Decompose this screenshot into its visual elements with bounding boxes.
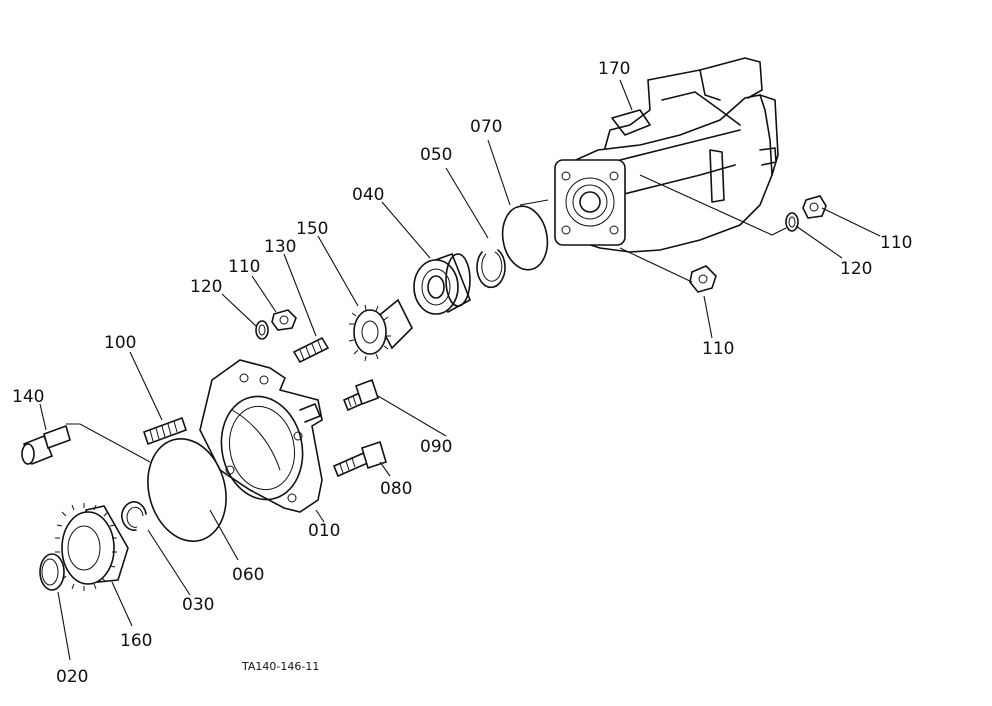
bolt-080	[332, 440, 387, 478]
callout-labels: 170 070 050 040 150 130 110 120 100 140 …	[12, 59, 912, 687]
spline-gear-150	[348, 298, 413, 362]
callout-080: 080	[380, 479, 412, 499]
snap-ring-030	[121, 501, 147, 531]
housing-010	[199, 359, 323, 513]
o-ring-060	[147, 438, 227, 542]
callout-120-right: 120	[840, 259, 872, 279]
leader-lines	[39, 79, 881, 661]
callout-100: 100	[104, 333, 136, 353]
callout-110-upper: 110	[228, 257, 260, 277]
washer-120-upper-left	[255, 320, 269, 340]
washer-120-right	[785, 212, 799, 232]
bolt-090	[342, 378, 380, 412]
snap-ring-050	[476, 249, 506, 289]
callout-020: 020	[56, 667, 88, 687]
callout-120-upper: 120	[190, 277, 222, 297]
nut-110-lower-right	[689, 265, 717, 293]
callout-050: 050	[420, 145, 452, 165]
collar-020	[39, 553, 65, 591]
stud-130	[292, 336, 330, 364]
callout-170: 170	[598, 59, 630, 79]
nut-110-upper-left	[271, 309, 297, 331]
gear-160	[55, 503, 129, 591]
callout-060: 060	[232, 565, 264, 585]
bearing-040	[413, 252, 472, 315]
callout-150: 150	[296, 219, 328, 239]
callout-010: 010	[308, 521, 340, 541]
callout-140: 140	[12, 387, 44, 407]
o-ring-070	[501, 205, 549, 271]
stud-100	[142, 416, 188, 446]
callout-130: 130	[264, 237, 296, 257]
callout-030: 030	[182, 595, 214, 615]
callout-110-lower: 110	[702, 339, 734, 359]
callout-090: 090	[420, 437, 452, 457]
callout-160: 160	[120, 631, 152, 651]
callout-070: 070	[470, 117, 502, 137]
callout-040: 040	[352, 185, 384, 205]
callout-110-right: 110	[880, 233, 912, 253]
bolt-140	[21, 424, 71, 466]
hydraulic-pump-170	[554, 57, 779, 253]
nut-110-right	[802, 195, 827, 219]
drawing-reference: TA140-146-11	[241, 660, 319, 673]
